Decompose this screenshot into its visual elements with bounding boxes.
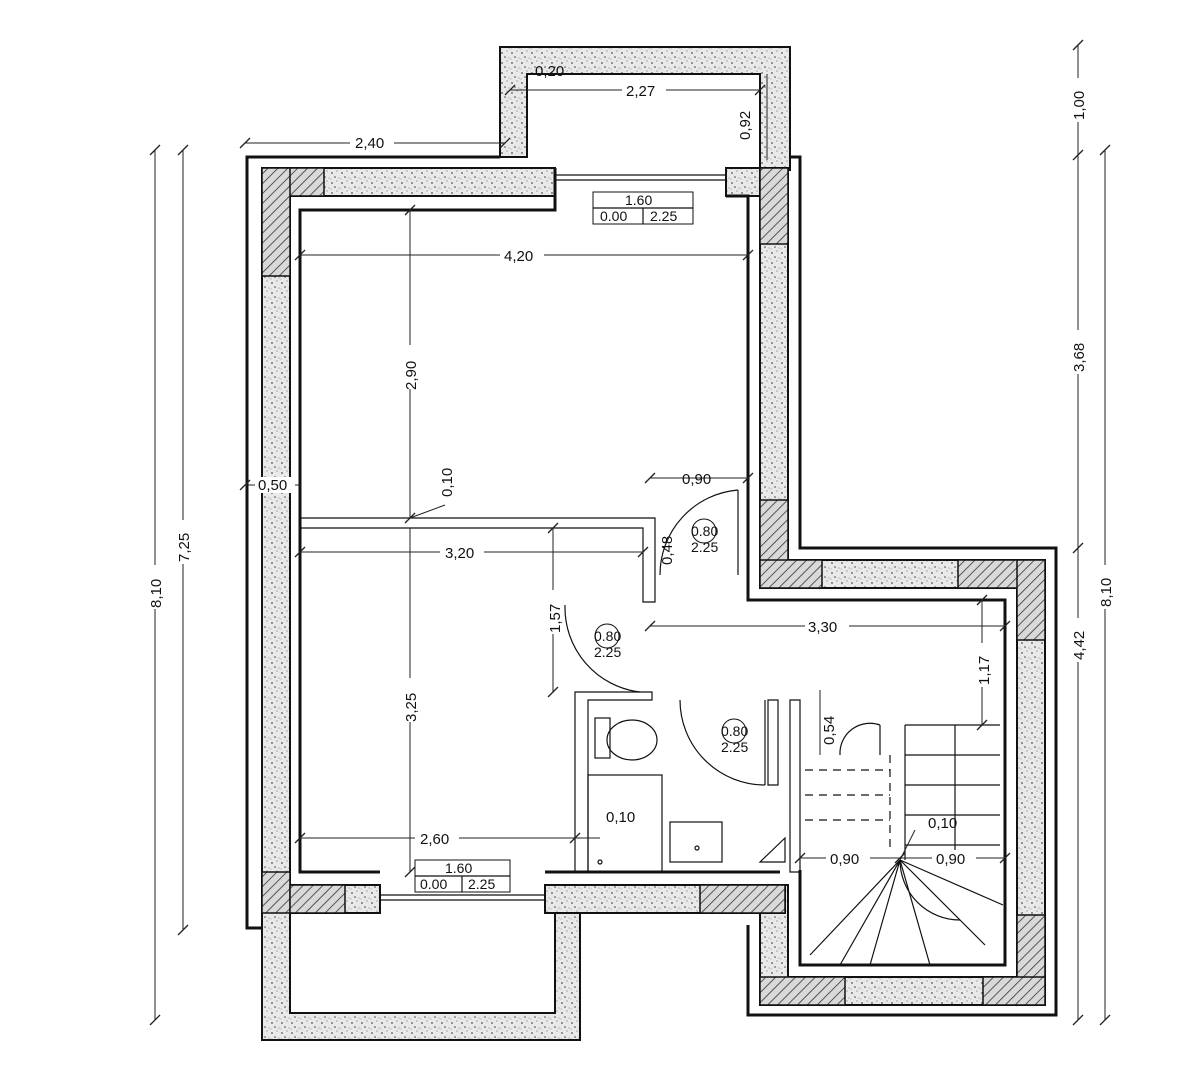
dim-hall-width: 3,30 bbox=[808, 619, 837, 636]
corner-b-left bbox=[289, 884, 346, 914]
window-top-width: 1.60 bbox=[625, 192, 652, 208]
dim-right-top: 1,00 bbox=[1071, 91, 1088, 120]
window-top-head: 2.25 bbox=[650, 208, 677, 224]
dim-door-top-width: 0,90 bbox=[682, 471, 711, 488]
door-bath-width: 0.80 bbox=[721, 723, 748, 739]
dim-left-inner: 7,25 bbox=[176, 533, 193, 562]
dim-right-total: 8,10 bbox=[1098, 578, 1115, 607]
corner-tr bbox=[759, 167, 789, 245]
top-niche-wall bbox=[499, 46, 791, 171]
dim-bottom-room-width: 3,20 bbox=[445, 545, 474, 562]
dim-top-room-height: 2,90 bbox=[403, 361, 420, 390]
stair-wall bbox=[789, 699, 801, 873]
door-tag-top: 0.80 2.25 bbox=[691, 518, 718, 555]
dim-top-left-offset: 2,40 bbox=[355, 135, 384, 152]
dim-hall-offset: 1,57 bbox=[547, 604, 564, 633]
window-bottom-width: 1.60 bbox=[445, 860, 472, 876]
corner-bl-stair bbox=[759, 976, 846, 1006]
inner-outline-right bbox=[726, 194, 1007, 967]
dim-left-total: 8,10 bbox=[148, 579, 165, 608]
dim-right-mid: 3,68 bbox=[1071, 343, 1088, 372]
window-bottom bbox=[380, 894, 545, 901]
dim-labels: 2,27 0,20 0,92 2,40 4,20 2,90 0,10 0,50 … bbox=[145, 63, 1115, 868]
toilet bbox=[594, 717, 658, 761]
bath-wall bbox=[574, 691, 653, 872]
dim-bottom-room-inner-width: 2,60 bbox=[420, 831, 449, 848]
left-wall bbox=[261, 167, 291, 889]
dim-top-room-width: 4,20 bbox=[504, 248, 533, 265]
dim-top-niche-wall: 0,20 bbox=[535, 63, 564, 80]
dim-door-top-offset: 0,48 bbox=[659, 536, 676, 565]
shower bbox=[587, 774, 663, 873]
window-tag-top: 1.60 0.00 2.25 bbox=[592, 191, 694, 225]
corner-br bbox=[982, 976, 1046, 1006]
window-tag-bottom: 1.60 0.00 2.25 bbox=[414, 859, 511, 893]
dim-stair-wall: 0,10 bbox=[928, 815, 957, 832]
window-top-sill: 0.00 bbox=[600, 208, 627, 224]
door-top-head: 2.25 bbox=[691, 539, 718, 555]
door-swing-stair bbox=[839, 722, 881, 756]
dim-ticks bbox=[149, 39, 1111, 1026]
dim-left-wall: 0,50 bbox=[258, 477, 287, 494]
bath-right-wall bbox=[767, 699, 779, 786]
dim-top-niche-width: 2,27 bbox=[626, 83, 655, 100]
dim-partition: 0,10 bbox=[439, 468, 456, 497]
window-bottom-sill: 0.00 bbox=[420, 876, 447, 892]
dim-hall-height-right: 1,17 bbox=[976, 656, 993, 685]
door-swing-top bbox=[659, 489, 739, 576]
staircase bbox=[758, 724, 1004, 966]
balcony-wall bbox=[261, 884, 581, 1041]
dim-bath-wall: 0,10 bbox=[606, 809, 635, 826]
door-swing-left bbox=[564, 604, 641, 693]
bedroom-partition bbox=[300, 517, 656, 603]
dim-right-low: 4,42 bbox=[1071, 631, 1088, 660]
corner-b-mid bbox=[699, 884, 786, 914]
door-tag-bath: 0.80 2.25 bbox=[721, 718, 748, 755]
door-swing-bath bbox=[679, 699, 766, 786]
corner-bl bbox=[261, 871, 291, 914]
door-top-width: 0.80 bbox=[691, 523, 718, 539]
outer-outline bbox=[245, 155, 500, 930]
dim-stair-right: 0,90 bbox=[936, 851, 965, 868]
corner-tl-v bbox=[261, 167, 291, 277]
inner-outline bbox=[298, 168, 557, 874]
corner-mid-left bbox=[759, 559, 823, 589]
door-bath-head: 2.25 bbox=[721, 739, 748, 755]
window-bottom-head: 2.25 bbox=[468, 876, 495, 892]
door-tag-bottom: 0.80 2.25 bbox=[594, 623, 621, 660]
dim-stair-door: 0,54 bbox=[821, 716, 838, 745]
dim-bottom-room-height: 3,25 bbox=[403, 693, 420, 722]
dim-top-niche-depth: 0,92 bbox=[737, 111, 754, 140]
outer-outline-right bbox=[746, 155, 1058, 1017]
window-top bbox=[555, 174, 726, 181]
door-bottom-width: 0.80 bbox=[594, 628, 621, 644]
dim-stair-left: 0,90 bbox=[830, 851, 859, 868]
sink bbox=[669, 821, 723, 863]
door-bottom-head: 2.25 bbox=[594, 644, 621, 660]
corner-right-low bbox=[1016, 559, 1046, 641]
